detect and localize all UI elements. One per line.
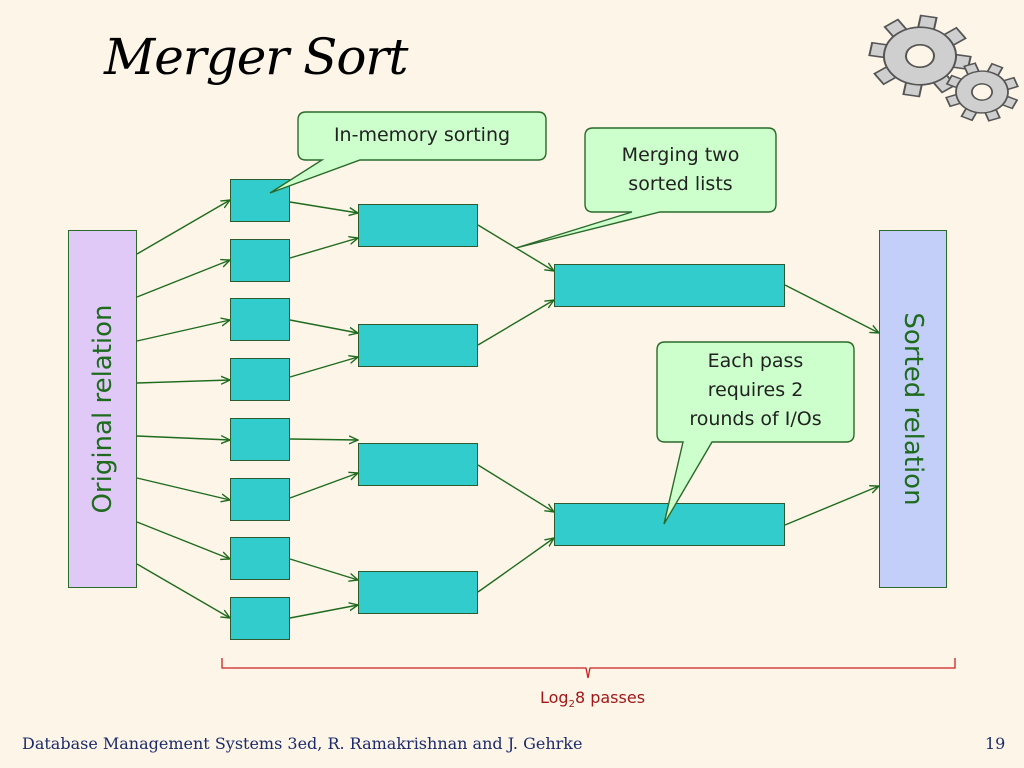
callout-each-pass-line: requires 2 [707,379,804,401]
arrow [289,473,358,499]
callout-merging-line: Merging two [621,144,740,166]
merged-run-block [554,264,785,307]
callout-merging-shape [515,127,777,249]
passes-label: Log28 passes [540,688,645,710]
arrow [289,605,358,619]
arrow [289,201,358,213]
callout-merging-line: sorted lists [628,173,733,195]
arrow [784,284,879,333]
arrow [477,538,554,593]
passes-label-suffix: 8 passes [574,688,646,707]
callout-each-pass-text: Each pass requires 2 rounds of I/Os [657,347,854,434]
arrow [136,260,230,298]
arrow [477,300,554,346]
merged-run-block [358,571,478,614]
callout-in-memory-text: In-memory sorting [333,124,511,146]
arrow [477,464,554,512]
arrow [136,320,230,342]
original-relation-box: Original relation [68,230,137,588]
merged-run-block [358,204,478,247]
merged-run-block [358,324,478,367]
gear-icon [861,8,979,104]
callout-in-memory-shape [269,111,547,194]
run-block [230,418,290,461]
passes-label-prefix: Log [540,688,569,707]
arrow [289,357,358,378]
arrow [289,319,358,333]
run-block [230,537,290,580]
arrow [289,558,358,580]
arrow [289,238,358,259]
slide-footer: Database Management Systems 3ed, R. Rama… [22,734,583,753]
merged-run-block [358,443,478,486]
arrow [136,436,230,440]
arrow [136,563,230,618]
callout-merging-text: Merging two sorted lists [585,141,776,199]
page-number: 19 [985,734,1006,753]
run-block [230,478,290,521]
gear-icon [933,52,1024,132]
arrow [784,486,879,526]
arrow [136,521,230,559]
passes-brace [221,658,956,679]
passes-label-subscript: 2 [568,699,575,711]
arrow [136,380,230,383]
arrow [136,200,230,255]
slide-title: Merger Sort [104,28,408,86]
callout-each-pass-line: rounds of I/Os [689,408,822,430]
arrow [289,439,358,440]
arrow [136,477,230,500]
sorted-relation-box: Sorted relation [879,230,947,588]
callout-each-pass-shape [656,341,855,525]
callout-each-pass-line: Each pass [707,350,804,372]
